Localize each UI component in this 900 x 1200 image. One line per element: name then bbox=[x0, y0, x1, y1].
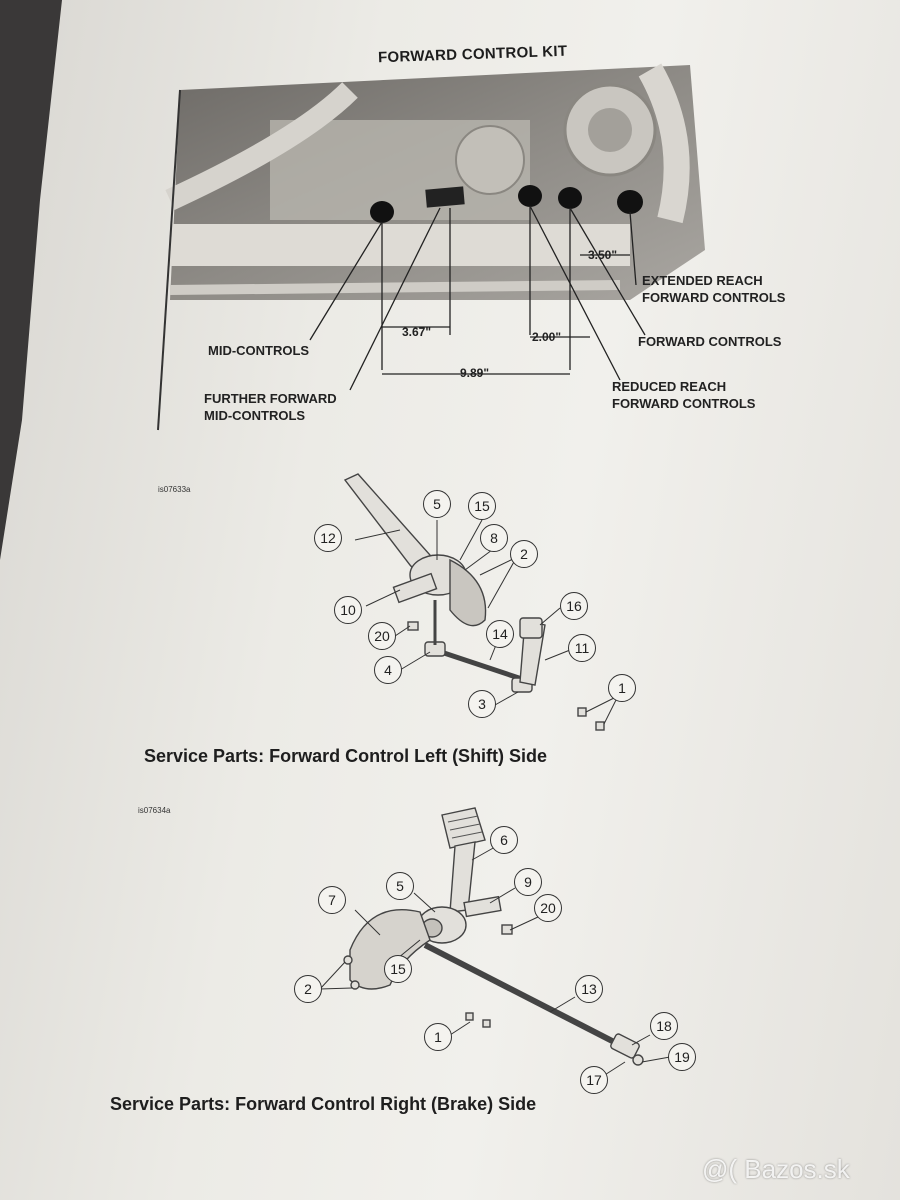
callout: 2 bbox=[510, 540, 538, 568]
figure-id-right: is07634a bbox=[138, 806, 171, 815]
figure-id-photo: is07633a bbox=[158, 485, 191, 494]
label-mid-controls: MID-CONTROLS bbox=[208, 343, 310, 358]
brake-side-diagram bbox=[319, 807, 671, 1079]
right-side-caption: Service Parts: Forward Control Right (Br… bbox=[110, 1094, 537, 1114]
watermark-logo: @( Bazos.sk bbox=[702, 1154, 850, 1184]
dimension-9-89: 9.89" bbox=[460, 366, 490, 380]
callout: 6 bbox=[490, 826, 518, 854]
callout: 20 bbox=[368, 622, 396, 650]
dimension-3-50: 3.50" bbox=[588, 248, 618, 262]
dimension-2-00: 2.00" bbox=[532, 330, 562, 344]
callout: 5 bbox=[386, 872, 414, 900]
left-side-caption: Service Parts: Forward Control Left (Shi… bbox=[144, 746, 548, 766]
callout: 20 bbox=[534, 894, 562, 922]
callout: 15 bbox=[468, 492, 496, 520]
callout: 2 bbox=[294, 975, 322, 1003]
callout: 17 bbox=[580, 1066, 608, 1094]
callout: 7 bbox=[318, 886, 346, 914]
callout: 1 bbox=[424, 1023, 452, 1051]
callout: 3 bbox=[468, 690, 496, 718]
callout: 19 bbox=[668, 1043, 696, 1071]
callout: 16 bbox=[560, 592, 588, 620]
callout: 11 bbox=[568, 634, 596, 662]
callout: 5 bbox=[423, 490, 451, 518]
callout: 8 bbox=[480, 524, 508, 552]
callout: 18 bbox=[650, 1012, 678, 1040]
engine-photo bbox=[157, 63, 705, 431]
callout: 10 bbox=[334, 596, 362, 624]
callout: 12 bbox=[314, 524, 342, 552]
callout: 15 bbox=[384, 955, 412, 983]
shift-side-diagram bbox=[343, 473, 619, 731]
callout: 14 bbox=[486, 620, 514, 648]
callout: 4 bbox=[374, 656, 402, 684]
callout: 9 bbox=[514, 868, 542, 896]
callout: 13 bbox=[575, 975, 603, 1003]
callout: 1 bbox=[608, 674, 636, 702]
dimension-3-67: 3.67" bbox=[402, 325, 432, 339]
label-forward-controls: FORWARD CONTROLS bbox=[638, 334, 782, 349]
